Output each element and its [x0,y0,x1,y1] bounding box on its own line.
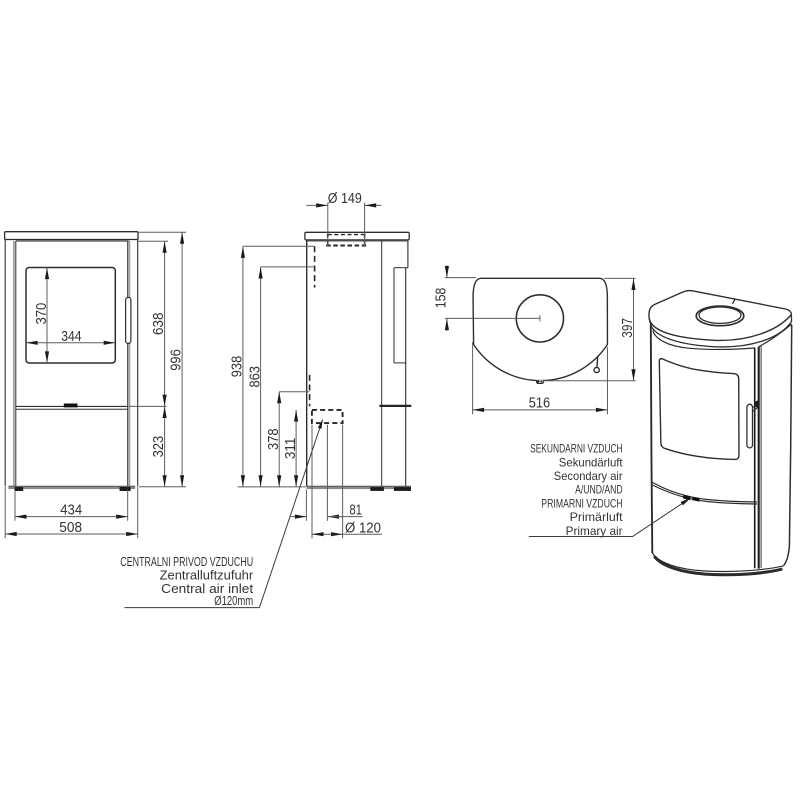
svg-text:344: 344 [61,329,81,345]
svg-text:938: 938 [230,356,246,378]
svg-text:434: 434 [60,502,82,518]
svg-text:516: 516 [529,396,550,412]
svg-text:378: 378 [266,428,282,450]
svg-text:996: 996 [168,349,184,371]
svg-text:323: 323 [151,436,167,458]
svg-text:Zentralluftzufuhr: Zentralluftzufuhr [160,569,254,583]
svg-text:Sekundärluft: Sekundärluft [559,455,623,469]
svg-text:Central air inlet: Central air inlet [161,582,254,596]
svg-text:81: 81 [350,502,362,518]
svg-text:Ø 149: Ø 149 [328,191,362,207]
svg-text:CENTRALNI PRIVOD VZDUCHU: CENTRALNI PRIVOD VZDUCHU [120,555,253,569]
svg-text:A/UND/AND: A/UND/AND [575,483,623,497]
svg-text:Ø 120: Ø 120 [345,521,381,537]
svg-text:158: 158 [434,288,450,309]
svg-text:638: 638 [151,312,167,335]
svg-text:Ø120mm: Ø120mm [214,594,253,608]
svg-text:370: 370 [34,303,50,325]
svg-text:508: 508 [59,520,82,536]
svg-text:863: 863 [247,366,263,388]
svg-text:SEKUNDARNI VZDUCH: SEKUNDARNI VZDUCH [530,442,623,456]
svg-text:Primärluft: Primärluft [570,510,624,524]
svg-text:Primary air: Primary air [566,524,623,538]
svg-text:Secondary air: Secondary air [554,469,623,483]
svg-text:397: 397 [620,318,636,338]
svg-text:PRIMARNI VZDUCH: PRIMARNI VZDUCH [541,496,622,510]
svg-text:311: 311 [283,438,299,460]
